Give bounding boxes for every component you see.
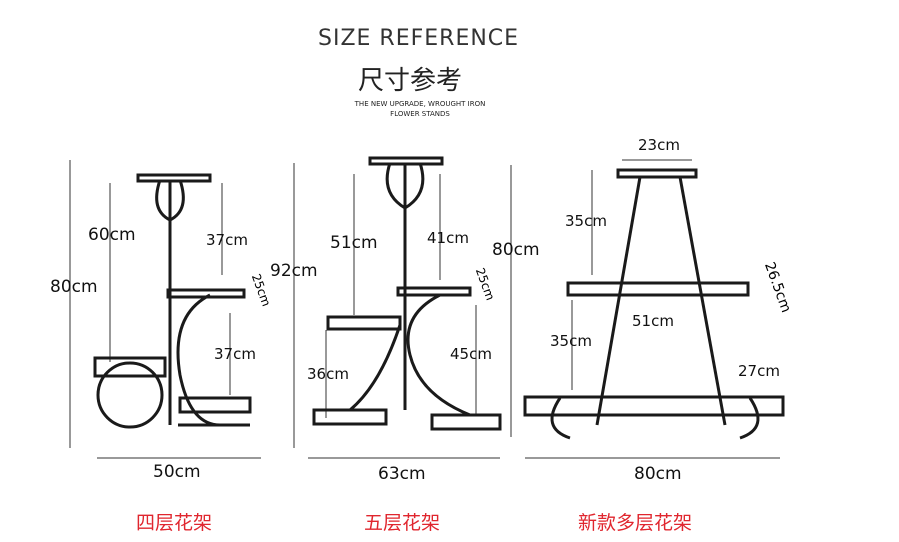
stand-five-tier — [312, 156, 502, 431]
stand2-dim: 51cm — [330, 233, 378, 253]
subtitle-line-1: THE NEW UPGRADE, WROUGHT IRON — [354, 100, 486, 108]
stand1-dim: 37cm — [206, 231, 248, 249]
stand2-label: 五层花架 — [364, 512, 441, 534]
stand2-dim: 41cm — [427, 229, 469, 247]
stand-multi-tier — [523, 168, 785, 440]
stand2-width: 63cm — [378, 464, 426, 484]
stand2-dim: 45cm — [450, 345, 492, 363]
dimension-lines — [69, 159, 780, 459]
page-title-cn: 尺寸参考 — [358, 66, 463, 96]
stand2-dim: 36cm — [307, 365, 349, 383]
stand1-dim: 60cm — [88, 225, 136, 245]
stand3-dim: 35cm — [565, 212, 607, 230]
stand1-width: 50cm — [153, 462, 201, 482]
stand3-dim: 35cm — [550, 332, 592, 350]
stand1-height: 80cm — [50, 277, 98, 297]
stand3-label: 新款多层花架 — [578, 512, 693, 534]
stand3-dim: 51cm — [632, 312, 674, 330]
subtitle: THE NEW UPGRADE, WROUGHT IRON FLOWER STA… — [330, 99, 510, 119]
stand1-dim: 37cm — [214, 345, 256, 363]
stand3-height: 80cm — [492, 240, 540, 260]
stand3-dim: 23cm — [638, 136, 680, 154]
stand3-width: 80cm — [634, 464, 682, 484]
stand-four-tier — [93, 173, 252, 429]
stand2-height: 92cm — [270, 261, 318, 281]
subtitle-line-2: FLOWER STANDS — [390, 110, 450, 118]
stand1-label: 四层花架 — [136, 512, 213, 534]
page-title: SIZE REFERENCE — [318, 26, 520, 51]
stand3-dim: 27cm — [738, 362, 780, 380]
